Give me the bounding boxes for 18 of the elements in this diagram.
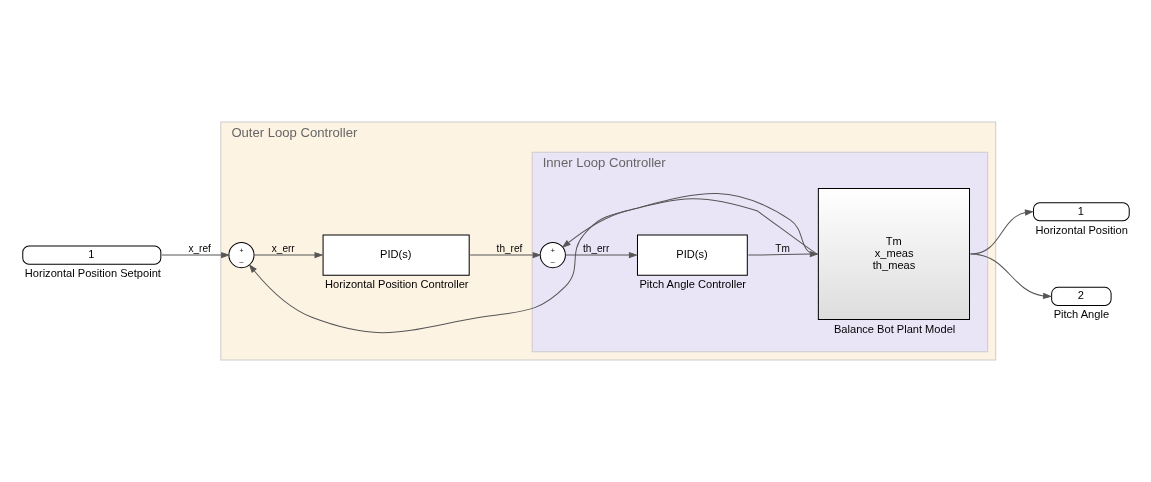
arrow: [161, 251, 231, 259]
node-label: Horizontal Position Setpoint: [24, 267, 161, 280]
node-label: Horizontal Position Controller: [325, 278, 469, 291]
node-label: Horizontal Position: [1035, 223, 1128, 236]
edge-label: x_ref: [188, 243, 211, 255]
node-label: Balance Bot Plant Model: [833, 322, 956, 335]
edge-label: Tm: [775, 243, 790, 255]
arrow: [469, 251, 542, 259]
node-label: Pitch Angle Controller: [639, 278, 747, 291]
arrow: [565, 251, 638, 259]
arrow: [561, 198, 818, 255]
edge-label: th_ref: [496, 243, 523, 255]
arrow: [253, 251, 324, 259]
edge-label: th_err: [583, 243, 610, 255]
node-label: Pitch Angle: [1053, 308, 1110, 321]
arrow: [970, 209, 1034, 255]
arrow: [970, 253, 1053, 300]
edge-label: x_err: [271, 243, 295, 255]
